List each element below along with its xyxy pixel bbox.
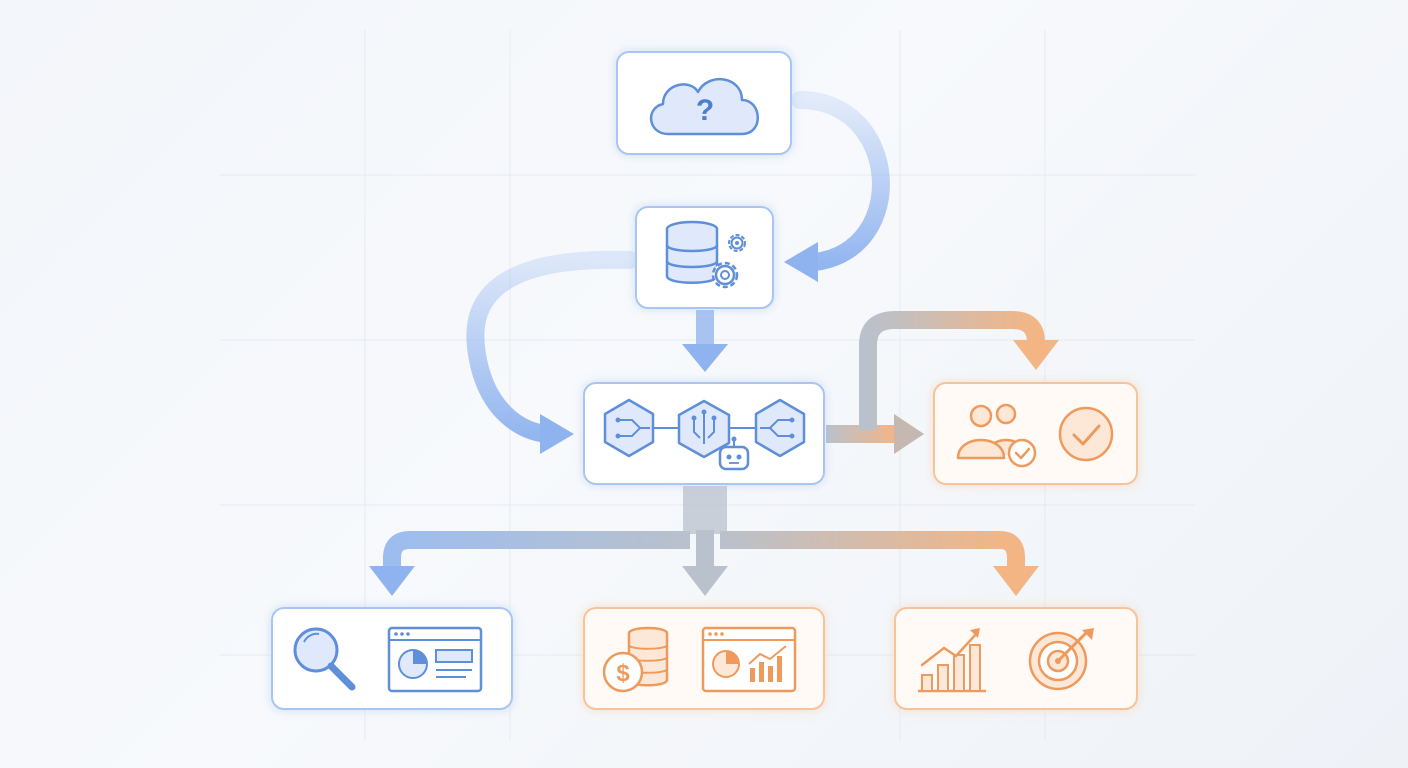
arrow-pipeline-trunk [369,486,1039,596]
svg-text:$: $ [616,660,630,687]
arrow-database-to-pipeline-loop [466,250,639,454]
arrow-pipeline-to-users [826,414,924,454]
robot-icon [718,436,750,471]
magnifier-icon [293,627,356,691]
svg-text:?: ? [696,94,714,127]
hexagon-circuit-icon [754,398,806,458]
target-icon [1028,628,1094,691]
coin-stack-dollar-icon: $ [602,626,669,693]
node-cost-analytics[interactable]: $ [583,607,825,710]
cloud-question-icon: ? [649,77,759,136]
hexagon-circuit-icon [603,398,655,458]
arrow-database-to-pipeline [682,310,728,372]
node-ai-model-pipeline[interactable] [583,382,825,485]
arrow-cloud-to-database [784,91,890,282]
dashboard-window-icon [387,626,483,693]
database-gear-icon [665,220,746,289]
node-cloud-question[interactable]: ? [616,51,792,155]
hexagon-chip-icon [677,399,731,459]
arrow-pipeline-to-users-overhead [859,311,1059,430]
node-users-approval[interactable] [933,382,1138,485]
dashboard-chart-window-icon [701,626,797,693]
node-growth-target[interactable] [894,607,1138,710]
node-database-processing[interactable] [635,206,774,309]
check-circle-icon [1058,406,1114,462]
node-search-analytics[interactable] [271,607,513,710]
growth-bar-chart-icon [918,628,986,693]
users-check-icon [956,403,1037,468]
